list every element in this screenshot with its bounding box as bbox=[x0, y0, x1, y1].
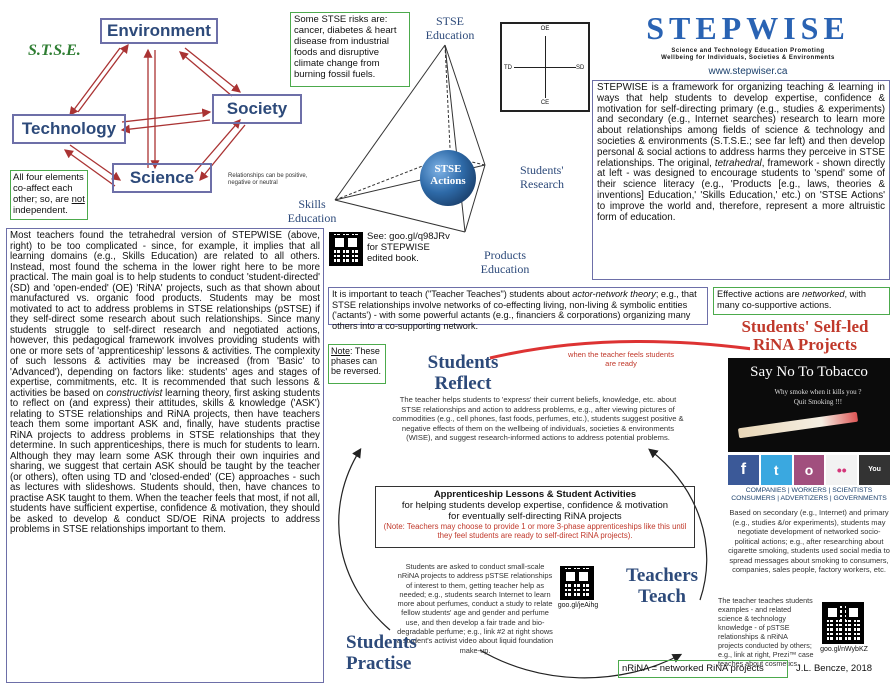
twitter-icon[interactable]: t bbox=[760, 455, 792, 485]
stse-title: S.T.S.E. bbox=[28, 42, 81, 59]
students-practise-title-1: Students bbox=[346, 632, 417, 653]
teachers-teach-title-2: Teach bbox=[638, 586, 686, 607]
qr-code-teach[interactable] bbox=[822, 602, 864, 644]
coaffect-note: All four elements co-affect each other; … bbox=[10, 170, 88, 220]
teachers-teach-title: Teachers Teach bbox=[612, 565, 712, 607]
when-ready-label: when the teacher feels students are read… bbox=[568, 350, 674, 368]
technology-node: Technology bbox=[12, 114, 126, 144]
students-reflect-title: Students Reflect bbox=[408, 352, 518, 394]
selfled-title-2: RiNA Projects bbox=[752, 335, 858, 354]
students-practise-title: Students Practise bbox=[346, 632, 456, 674]
environment-node: Environment bbox=[100, 18, 218, 44]
cycle-arrows bbox=[338, 340, 750, 679]
actor-network-box: It is important to teach ("Teacher Teach… bbox=[328, 287, 708, 331]
axis-sd: SD bbox=[576, 65, 585, 71]
science-node: Science bbox=[112, 163, 212, 193]
axis-td: TD bbox=[504, 65, 512, 71]
apprenticeship-note: (Note: Teachers may choose to provide 1 … bbox=[383, 522, 687, 540]
selfled-body: Based on secondary (e.g., Internet) and … bbox=[728, 508, 890, 574]
teach-qr-label[interactable]: goo.gl/nWybKZ bbox=[820, 646, 868, 653]
skills-education-label: Skills Education bbox=[287, 197, 337, 225]
phases-note: Note: These phases can be reversed. bbox=[328, 344, 386, 384]
society-node: Society bbox=[212, 94, 302, 124]
apprenticeship-line3: for eventually self-directing RiNA proje… bbox=[448, 511, 622, 522]
nrina-definition: nRiNA = networked RiNA projects bbox=[618, 660, 788, 678]
axis-oe: OE bbox=[540, 26, 550, 32]
stepwise-description: STEPWISE is a framework for organizing t… bbox=[592, 80, 890, 280]
stepwise-subtitle-1: Science and Technology Education Promoti… bbox=[671, 48, 825, 54]
products-education-label: Products Education bbox=[480, 248, 530, 276]
flickr-icon[interactable]: •• bbox=[826, 455, 858, 485]
tobacco-poster-sub1: Why smoke when it kills you ? bbox=[774, 388, 862, 396]
students-reflect-title-2: Reflect bbox=[434, 373, 492, 394]
youtube-icon[interactable]: You Tube bbox=[859, 455, 890, 503]
axis-ce: CE bbox=[540, 100, 550, 106]
tobacco-poster-sub2: Quit Smoking !!! bbox=[793, 398, 843, 406]
tobacco-poster-title: Say No To Tobacco bbox=[750, 364, 868, 380]
effective-actions-box: Effective actions are networked, with ma… bbox=[713, 287, 890, 315]
axes-box: OE CE TD SD bbox=[500, 22, 590, 112]
practise-qr-label[interactable]: goo.gl/jeAihg bbox=[557, 602, 599, 609]
apprenticeship-title: Apprenticeship Lessons & Student Activit… bbox=[433, 489, 637, 500]
tetrahedron-lines bbox=[334, 44, 486, 233]
actants-line-2: CONSUMERS | ADVERTIZERS | GOVERNMENTS bbox=[731, 495, 887, 502]
qr-code-practise[interactable] bbox=[560, 566, 594, 600]
selfled-title: Students' Self-led RiNA Projects bbox=[720, 318, 890, 354]
author-credit: J.L. Bencze, 2018 bbox=[796, 663, 873, 674]
teach-body: The teacher teaches students examples - … bbox=[718, 596, 814, 668]
stse-education-label: STSE Education bbox=[425, 14, 475, 42]
students-reflect-title-1: Students bbox=[427, 352, 499, 373]
globe-icon bbox=[420, 150, 476, 206]
book-link-text[interactable]: See: goo.gl/q98JRv for STEPWISE edited b… bbox=[367, 231, 450, 264]
actants-line-1: COMPANIES | WORKERS | SCIENTISTS bbox=[745, 487, 873, 494]
reflect-body: The teacher helps students to 'express' … bbox=[392, 395, 684, 442]
cigarette-icon bbox=[737, 411, 859, 439]
students-practise-title-2: Practise bbox=[346, 653, 412, 674]
stepwise-subtitle-2: Wellbeing for Individuals, Societies & E… bbox=[661, 55, 835, 61]
tobacco-poster-image: Say No To Tobacco Why smoke when it kill… bbox=[728, 358, 890, 452]
qr-code-book[interactable] bbox=[329, 232, 363, 266]
main-text: Most teachers found the tetrahedral vers… bbox=[6, 228, 324, 683]
selfled-title-1: Students' Self-led bbox=[741, 317, 869, 336]
apprenticeship-box: Apprenticeship Lessons & Student Activit… bbox=[375, 486, 695, 548]
apprenticeship-line2: for helping students develop expertise, … bbox=[401, 500, 669, 511]
stepwise-title: STEPWISE bbox=[646, 10, 850, 46]
stse-actions-label: STSE Actions bbox=[430, 163, 466, 187]
relationships-note: Relationships can be positive, negative … bbox=[228, 173, 308, 186]
practise-body: Students are asked to conduct small-scal… bbox=[396, 562, 554, 655]
teachers-teach-title-1: Teachers bbox=[625, 565, 699, 586]
risks-box: Some STSE risks are: cancer, diabetes & … bbox=[290, 12, 410, 87]
stepwise-url[interactable]: www.stepwiser.ca bbox=[708, 66, 788, 77]
students-research-label: Students' Research bbox=[520, 163, 564, 191]
social-media-row: f t o •• You Tube bbox=[728, 455, 890, 503]
axes-horizontal bbox=[514, 67, 576, 68]
instagram-icon[interactable]: o bbox=[793, 455, 825, 485]
facebook-icon[interactable]: f bbox=[728, 455, 759, 485]
